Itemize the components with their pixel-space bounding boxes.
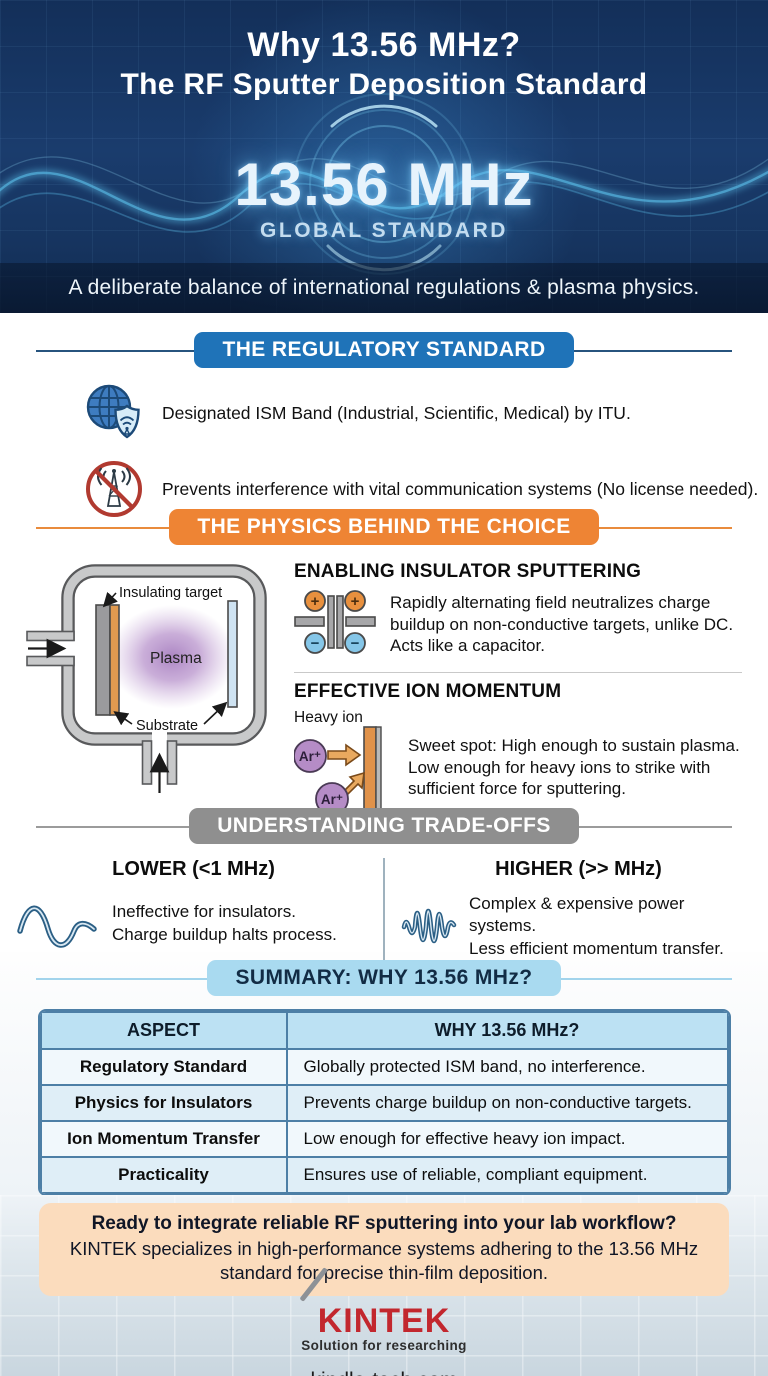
regulatory-heading-row: THE REGULATORY STANDARD <box>0 332 768 368</box>
heavy-ion-icon: Heavy ion Ar⁺ Ar⁺ <box>293 709 394 826</box>
tradeoff-higher-column: HIGHER (>> MHz) Complex & expensive powe… <box>383 858 768 964</box>
aspect-cell: Physics for Insulators <box>39 1084 288 1122</box>
no-interference-icon <box>82 458 146 520</box>
svg-text:Ar⁺: Ar⁺ <box>299 749 321 764</box>
section-physics: THE PHYSICS BEHIND THE CHOICE <box>0 505 768 818</box>
header-subtitle: A deliberate balance of international re… <box>0 263 768 313</box>
svg-text:+: + <box>311 593 320 610</box>
section-tradeoffs: UNDERSTANDING TRADE-OFFS LOWER (<1 MHz) … <box>0 805 768 964</box>
aspect-cell: Regulatory Standard <box>39 1048 288 1086</box>
table-row: Ion Momentum Transfer Low enough for eff… <box>39 1120 729 1158</box>
physics-heading-badge: THE PHYSICS BEHIND THE CHOICE <box>169 509 599 545</box>
table-header-row: ASPECT WHY 13.56 MHz? <box>39 1011 729 1050</box>
tradeoff-lower-column: LOWER (<1 MHz) Ineffective for insulator… <box>0 858 383 964</box>
section-footer: Ready to integrate reliable RF sputterin… <box>0 1195 768 1376</box>
physics-heading-row: THE PHYSICS BEHIND THE CHOICE <box>0 509 768 545</box>
reason-cell: Low enough for effective heavy ion impac… <box>285 1120 729 1158</box>
divider <box>294 672 742 673</box>
tradeoffs-heading-badge: UNDERSTANDING TRADE-OFFS <box>189 808 579 844</box>
frequency-hero: 13.56 MHz <box>234 151 534 218</box>
frequency-hero-label: GLOBAL STANDARD <box>260 219 508 242</box>
globe-shield-icon <box>82 382 146 444</box>
summary-heading-badge: SUMMARY: WHY 13.56 MHz? <box>207 960 561 996</box>
tradeoff-title: HIGHER (>> MHz) <box>495 858 662 880</box>
header-banner: Why 13.56 MHz? The RF Sputter Deposition… <box>0 0 768 313</box>
svg-text:−: − <box>311 635 320 652</box>
header-glow <box>0 0 768 313</box>
diagram-plasma-label: Plasma <box>150 650 202 667</box>
regulatory-item-text: Prevents interference with vital communi… <box>162 478 759 499</box>
tradeoff-text: Complex & expensive power systems. Less … <box>469 893 724 958</box>
physics-block-text: Rapidly alternating field neutralizes ch… <box>390 593 734 656</box>
section-summary: SUMMARY: WHY 13.56 MHz? ASPECT WHY 13.56… <box>0 952 768 1196</box>
reason-cell: Ensures use of reliable, compliant equip… <box>285 1156 729 1194</box>
column-header-why: WHY 13.56 MHz? <box>285 1011 729 1050</box>
svg-text:Heavy ion: Heavy ion <box>294 709 363 726</box>
summary-heading-row: SUMMARY: WHY 13.56 MHz? <box>0 960 768 996</box>
table-row: Practicality Ensures use of reliable, co… <box>39 1156 729 1194</box>
tradeoffs-heading-row: UNDERSTANDING TRADE-OFFS <box>0 808 768 844</box>
diagram-target-label: Insulating target <box>119 585 222 601</box>
high-frequency-wave-icon <box>401 889 459 964</box>
sputter-chamber-diagram: Insulating target Plasma Substrate <box>0 555 294 826</box>
physics-block-text: Sweet spot: High enough to sustain plasm… <box>408 736 740 799</box>
cta-description: KINTEK specializes in high-performance s… <box>69 1238 699 1283</box>
page-title-line1: Why 13.56 MHz? <box>247 26 521 64</box>
table-row: Regulatory Standard Globally protected I… <box>39 1048 729 1086</box>
page-title-line2: The RF Sputter Deposition Standard <box>120 68 648 101</box>
kintek-logo: KINTEK Solution for researching <box>299 1267 467 1354</box>
tradeoff-title: LOWER (<1 MHz) <box>112 858 275 880</box>
list-item: Designated ISM Band (Industrial, Scienti… <box>82 382 768 444</box>
regulatory-heading-badge: THE REGULATORY STANDARD <box>194 332 574 368</box>
cta-question: Ready to integrate reliable RF sputterin… <box>91 1213 677 1234</box>
regulatory-item-text: Designated ISM Band (Industrial, Scienti… <box>162 402 631 423</box>
capacitor-icon: + + − − <box>294 589 376 660</box>
physics-block-title: EFFECTIVE ION MOMENTUM <box>294 681 562 702</box>
table-row: Physics for Insulators Prevents charge b… <box>39 1084 729 1122</box>
website-link[interactable]: kindle-tech.com <box>0 1369 768 1376</box>
aspect-cell: Practicality <box>39 1156 288 1194</box>
svg-text:−: − <box>351 635 360 652</box>
list-item: Prevents interference with vital communi… <box>82 458 768 520</box>
column-header-aspect: ASPECT <box>39 1011 288 1050</box>
svg-text:Ar⁺: Ar⁺ <box>321 792 343 807</box>
diagram-substrate-label: Substrate <box>136 718 198 734</box>
summary-table: ASPECT WHY 13.56 MHz? Regulatory Standar… <box>37 1009 731 1196</box>
physics-block-ion-momentum: EFFECTIVE ION MOMENTUM Heavy ion Ar⁺ <box>293 681 744 826</box>
brand-tagline: Solution for researching <box>301 1338 467 1354</box>
reason-cell: Prevents charge buildup on non-conductiv… <box>285 1084 729 1122</box>
cta-banner: Ready to integrate reliable RF sputterin… <box>39 1203 729 1297</box>
section-regulatory: THE REGULATORY STANDARD Designa <box>0 313 768 517</box>
low-frequency-wave-icon <box>16 889 102 958</box>
header-grid-pattern <box>0 0 768 313</box>
svg-text:+: + <box>351 593 360 610</box>
tradeoff-text: Ineffective for insulators. Charge build… <box>112 902 337 944</box>
reason-cell: Globally protected ISM band, no interfer… <box>285 1048 729 1086</box>
physics-block-title: ENABLING INSULATOR SPUTTERING <box>294 561 642 582</box>
physics-block-insulator: ENABLING INSULATOR SPUTTERING <box>294 561 744 660</box>
aspect-cell: Ion Momentum Transfer <box>39 1120 288 1158</box>
